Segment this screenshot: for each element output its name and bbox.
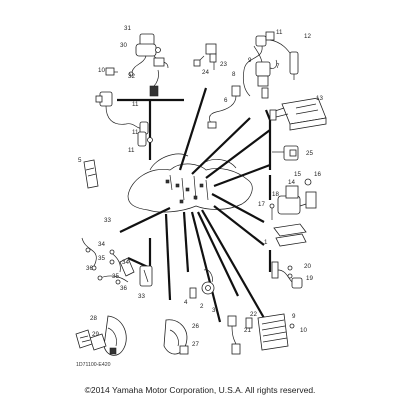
drawing-code: 1D71100-E420 [76, 362, 111, 368]
callout-16: 16 [314, 171, 321, 178]
callout-36: 36 [86, 265, 93, 272]
callout-35b: 35 [112, 273, 119, 280]
callout-33b: 33 [138, 293, 145, 300]
bottom-sensor-assembly [189, 269, 253, 355]
callout-24: 24 [202, 69, 209, 76]
callout-5: 5 [78, 157, 82, 164]
callout-36b: 36 [120, 285, 127, 292]
callout-28: 28 [90, 315, 97, 322]
ignition-coil-assembly-top-right [207, 31, 299, 129]
callout-10: 10 [98, 67, 105, 74]
callout-8: 8 [232, 71, 236, 78]
callout-32: 32 [128, 73, 135, 80]
sensor-assembly-top-left [95, 33, 169, 147]
callout-21: 21 [244, 327, 251, 334]
callout-4: 4 [184, 299, 188, 306]
rectifier-regulator [257, 313, 295, 351]
callout-14: 14 [288, 179, 295, 186]
relay-25 [272, 145, 299, 161]
horn-assembly [89, 315, 189, 356]
callout-9: 9 [248, 57, 252, 64]
callout-7: 7 [276, 63, 280, 70]
callout-35: 35 [98, 255, 105, 262]
callout-30: 30 [120, 42, 127, 49]
callout-33: 33 [104, 217, 111, 224]
callout-6: 6 [224, 97, 228, 104]
callout-26: 26 [192, 323, 199, 330]
sensor-assembly-right [271, 261, 303, 289]
callout-23: 23 [220, 61, 227, 68]
callout-11d: 11 [276, 29, 283, 36]
leader-lines [117, 87, 272, 323]
callout-12: 12 [304, 33, 311, 40]
callout-18: 18 [272, 191, 279, 198]
callout-13: 13 [316, 95, 323, 102]
callout-11: 11 [132, 101, 139, 108]
callout-15: 15 [294, 171, 301, 178]
ecu-box [269, 97, 327, 131]
callout-1: 1 [264, 239, 268, 246]
callout-34: 34 [98, 241, 105, 248]
callout-29: 29 [92, 331, 99, 338]
switch-29 [75, 329, 93, 349]
copyright-notice: ©2014 Yamaha Motor Corporation, U.S.A. A… [84, 385, 316, 395]
frame-outline [127, 153, 253, 213]
callout-9b: 9 [292, 313, 296, 320]
callout-27: 27 [192, 341, 199, 348]
callout-11c: 11 [128, 147, 135, 154]
relay-assembly-top-middle [193, 43, 217, 70]
callout-22: 22 [250, 311, 257, 318]
callout-20: 20 [304, 263, 311, 270]
callout-labels: 31 30 32 10 11 11 11 23 24 11 12 7 8 9 6… [76, 25, 323, 368]
callout-2: 2 [200, 303, 204, 310]
callout-31: 31 [124, 25, 131, 32]
callout-3: 3 [212, 307, 216, 314]
starter-relay-assembly [269, 178, 317, 247]
callout-19: 19 [306, 275, 313, 282]
callout-11b: 11 [132, 129, 139, 136]
callout-17: 17 [258, 201, 265, 208]
callout-10b: 10 [300, 327, 307, 334]
callout-34b: 34 [122, 259, 129, 266]
left-wiring-assembly [81, 159, 153, 287]
callout-25: 25 [306, 150, 313, 157]
